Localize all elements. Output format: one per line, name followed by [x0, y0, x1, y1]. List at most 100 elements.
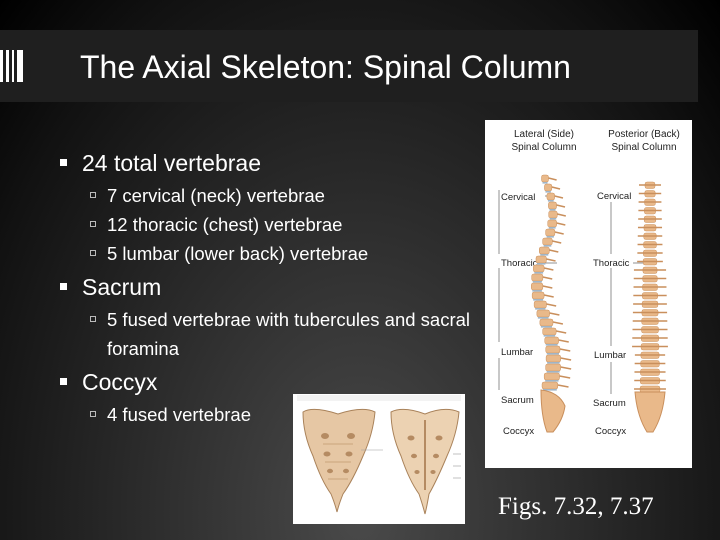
intervertebral-disc	[543, 389, 557, 391]
vertebra-lateral	[542, 327, 557, 336]
spinous-process	[559, 375, 571, 379]
spinous-process	[543, 267, 554, 271]
sub-bullet-marker-icon	[90, 250, 96, 256]
vertebra-lateral	[541, 381, 559, 390]
intervertebral-disc	[547, 200, 554, 202]
intervertebral-disc	[533, 299, 544, 301]
spinous-process	[554, 195, 564, 199]
intervertebral-disc	[549, 218, 557, 220]
sub-bullet-marker-icon	[90, 192, 96, 198]
vertebra-lateral	[548, 210, 558, 219]
intervertebral-disc	[543, 245, 552, 247]
intervertebral-disc	[546, 371, 560, 373]
vertebra-lateral	[545, 354, 561, 363]
spinous-process	[546, 258, 556, 262]
sub-bullet-marker-icon	[90, 411, 96, 417]
intervertebral-disc	[542, 182, 548, 184]
lateral-header: Lateral (Side) Spinal Column	[511, 129, 577, 153]
intervertebral-disc	[547, 362, 560, 364]
intervertebral-disc	[535, 308, 546, 310]
lateral-label-lumbar: Lumbar	[501, 347, 534, 358]
spinous-process	[546, 303, 557, 307]
posterior-label-sacrum: Sacrum	[593, 398, 626, 409]
posterior-header: Posterior (Back) Spinal Column	[608, 129, 680, 153]
vertebra-lateral	[544, 183, 553, 192]
posterior-label-coccyx: Coccyx	[595, 426, 627, 437]
sub-bullet-marker-icon	[90, 221, 96, 227]
spinous-process	[551, 186, 561, 190]
figure-caption: Figs. 7.32, 7.37	[498, 493, 654, 520]
posterior-label-cervical: Cervical	[597, 191, 632, 202]
vertebra-lateral	[547, 219, 557, 228]
sub-bullet-thoracic: 12 thoracic (chest) vertebrae	[60, 210, 490, 239]
sacrum-figure	[293, 394, 465, 524]
intervertebral-disc	[546, 236, 554, 238]
spinous-process	[557, 213, 566, 217]
intervertebral-disc	[540, 254, 549, 256]
vertebra-lateral	[533, 264, 545, 273]
spinous-process	[554, 231, 564, 235]
spinal-column-figure: Lateral (Side) Spinal Column Posterior (…	[485, 120, 692, 468]
intervertebral-disc	[549, 209, 556, 211]
sub-bullet-cervical: 7 cervical (neck) vertebrae	[60, 181, 490, 210]
vertebra-lateral	[539, 246, 550, 255]
vertebra-lateral	[546, 192, 555, 201]
intervertebral-disc	[545, 380, 559, 382]
lateral-label-cervical: Cervical	[501, 192, 536, 203]
spinous-process	[549, 249, 559, 253]
sacrum-lateral	[540, 389, 566, 433]
sub-bullet-lumbar: 5 lumbar (lower back) vertebrae	[60, 239, 490, 268]
intervertebral-disc	[537, 317, 549, 319]
spinous-process	[542, 285, 553, 289]
bullet-marker-icon	[60, 283, 67, 290]
intervertebral-disc	[546, 353, 559, 355]
sub-bullet-marker-icon	[90, 316, 96, 322]
title-band	[0, 30, 698, 102]
intervertebral-disc	[540, 326, 552, 328]
vertebra-lateral	[531, 291, 545, 300]
bullet-coccyx: Coccyx	[60, 369, 490, 396]
vertebra-lateral	[535, 255, 547, 264]
lateral-label-thoracic: Thoracic	[501, 258, 538, 269]
lateral-label-coccyx: Coccyx	[503, 426, 535, 437]
posterior-label-thoracic: Thoracic	[593, 258, 630, 269]
vertebra-lateral	[539, 318, 554, 327]
spinous-process	[549, 312, 560, 316]
bullet-marker-icon	[60, 159, 67, 166]
intervertebral-disc	[545, 191, 551, 193]
spinous-process	[542, 276, 553, 280]
sub-bullet-coccyx: 4 fused vertebrae	[60, 400, 490, 429]
vertebra-lateral	[542, 237, 553, 246]
slide-title: The Axial Skeleton: Spinal Column	[80, 49, 571, 85]
intervertebral-disc	[532, 290, 542, 292]
vertebra-lateral	[531, 282, 544, 291]
spinous-process	[552, 240, 562, 244]
vertebra-lateral	[545, 345, 561, 354]
spinous-process	[557, 384, 569, 388]
intervertebral-disc	[532, 281, 542, 283]
intervertebral-disc	[548, 227, 556, 229]
sacrum-posterior	[634, 391, 666, 433]
vertebra-lateral	[544, 336, 559, 345]
spinous-process	[559, 348, 571, 352]
vertebra-lateral	[545, 363, 561, 372]
lateral-label-sacrum: Sacrum	[501, 395, 534, 406]
spinous-process	[543, 294, 554, 298]
vertebra-lateral	[531, 273, 544, 282]
spinous-process	[555, 330, 567, 334]
intervertebral-disc	[536, 263, 546, 265]
spinous-process	[558, 339, 569, 343]
spinous-process	[548, 177, 557, 181]
bullet-sacrum: Sacrum	[60, 274, 490, 301]
intervertebral-disc	[545, 344, 558, 346]
spinous-process	[556, 204, 566, 208]
bullet-vertebrae: 24 total vertebrae	[60, 150, 490, 177]
spinous-process	[552, 321, 564, 325]
intervertebral-disc	[543, 335, 556, 337]
vertebra-lateral	[545, 228, 556, 237]
spinous-process	[560, 366, 572, 370]
sub-bullet-sacrum: 5 fused vertebrae with tubercules and sa…	[60, 305, 490, 363]
sacrum-illustration	[297, 395, 461, 515]
bullet-list: 24 total vertebrae 7 cervical (neck) ver…	[60, 150, 490, 429]
vertebra-lateral	[548, 201, 557, 210]
